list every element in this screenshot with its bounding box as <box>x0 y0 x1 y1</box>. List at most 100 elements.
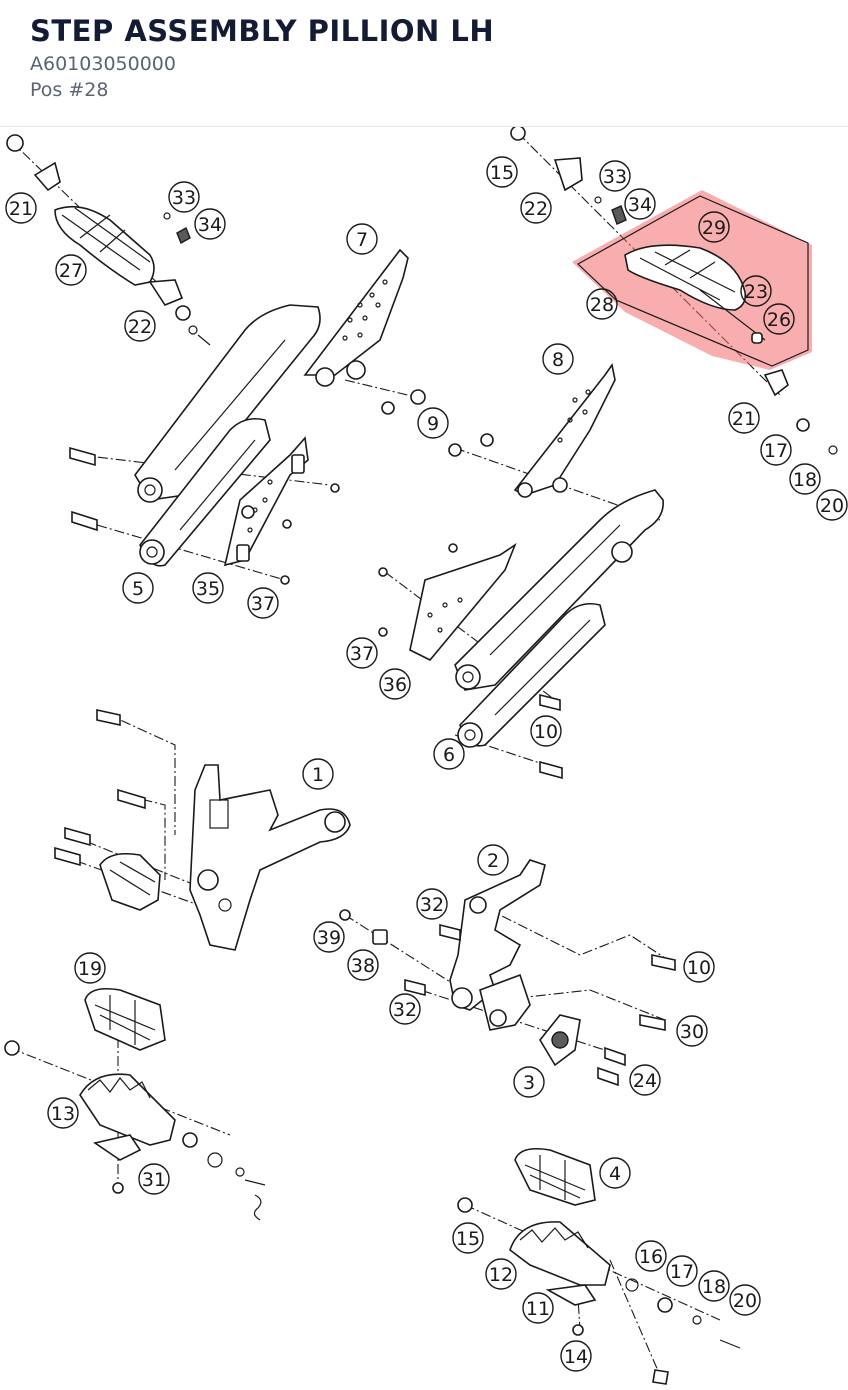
callout-circle <box>560 1340 592 1372</box>
callout-label: 1 <box>312 764 324 786</box>
part-number: A60103050000 <box>30 53 176 75</box>
callout-31[interactable]: 31 <box>138 1163 170 1195</box>
callout-label: 34 <box>628 194 652 216</box>
callout-28[interactable]: 28 <box>586 288 618 320</box>
callout-label: 21 <box>732 408 756 430</box>
callout-12[interactable]: 12 <box>485 1258 517 1290</box>
callout-label: 18 <box>702 1276 726 1298</box>
callout-label: 7 <box>356 229 368 251</box>
callout-circle <box>313 921 345 953</box>
callout-circle <box>522 1292 554 1324</box>
callout-label: 11 <box>526 1298 550 1320</box>
callout-circle <box>55 254 87 286</box>
callout-label: 19 <box>78 958 102 980</box>
callout-label: 9 <box>427 413 439 435</box>
callout-circle <box>192 572 224 604</box>
callout-19[interactable]: 19 <box>74 952 106 984</box>
callout-circle <box>5 192 37 224</box>
callout-circle <box>168 181 200 213</box>
callout-1[interactable]: 1 <box>302 758 334 790</box>
callout-circle <box>599 160 631 192</box>
callout-17[interactable]: 17 <box>666 1255 698 1287</box>
callout-label: 13 <box>51 1103 75 1125</box>
callout-label: 3 <box>523 1072 535 1094</box>
callout-circle <box>676 1015 708 1047</box>
callout-label: 36 <box>383 674 407 696</box>
callout-circle <box>346 223 378 255</box>
callout-23[interactable]: 23 <box>740 275 772 307</box>
callout-9[interactable]: 9 <box>417 407 449 439</box>
callout-circle <box>416 888 448 920</box>
callout-38[interactable]: 38 <box>347 949 379 981</box>
callout-label: 16 <box>639 1246 663 1268</box>
callout-16[interactable]: 16 <box>635 1240 667 1272</box>
footpeg-4 <box>457 1147 741 1385</box>
callout-26[interactable]: 26 <box>763 303 795 335</box>
pillion-step-lh[interactable] <box>576 195 809 367</box>
callout-circle <box>599 1157 631 1189</box>
callout-label: 33 <box>603 166 627 188</box>
callout-3[interactable]: 3 <box>513 1066 545 1098</box>
callout-10[interactable]: 10 <box>683 951 715 983</box>
callout-7[interactable]: 7 <box>346 223 378 255</box>
callout-label: 15 <box>490 162 514 184</box>
footpeg-upper-left <box>33 161 211 346</box>
callout-label: 22 <box>128 316 152 338</box>
callout-circle <box>346 637 378 669</box>
callout-37[interactable]: 37 <box>247 587 279 619</box>
callout-33[interactable]: 33 <box>599 160 631 192</box>
callout-22[interactable]: 22 <box>124 310 156 342</box>
callout-circle <box>122 572 154 604</box>
callout-24[interactable]: 24 <box>629 1064 661 1096</box>
callout-2[interactable]: 2 <box>477 844 509 876</box>
callout-circle <box>666 1255 698 1287</box>
callout-14[interactable]: 14 <box>560 1340 592 1372</box>
callout-11[interactable]: 11 <box>522 1292 554 1324</box>
callout-32[interactable]: 32 <box>416 888 448 920</box>
hanger-rh <box>378 127 838 780</box>
callout-27[interactable]: 27 <box>55 254 87 286</box>
callout-13[interactable]: 13 <box>47 1097 79 1129</box>
callout-circle <box>194 208 226 240</box>
callout-label: 39 <box>317 927 341 949</box>
callout-37[interactable]: 37 <box>346 637 378 669</box>
callout-8[interactable]: 8 <box>542 343 574 375</box>
callout-15[interactable]: 15 <box>452 1222 484 1254</box>
callout-circle <box>138 1163 170 1195</box>
callout-circle <box>698 1270 730 1302</box>
callout-21[interactable]: 21 <box>728 402 760 434</box>
callout-33[interactable]: 33 <box>168 181 200 213</box>
callout-36[interactable]: 36 <box>379 668 411 700</box>
callout-circle <box>789 463 821 495</box>
position-label: Pos #28 <box>30 79 109 101</box>
callout-29[interactable]: 29 <box>698 211 730 243</box>
callout-22[interactable]: 22 <box>520 192 552 224</box>
callout-label: 34 <box>198 214 222 236</box>
hanger-rider-rh <box>339 859 676 1087</box>
callout-4[interactable]: 4 <box>599 1157 631 1189</box>
callout-20[interactable]: 20 <box>816 489 848 521</box>
callout-17[interactable]: 17 <box>760 434 792 466</box>
callout-32[interactable]: 32 <box>389 993 421 1025</box>
callout-circle <box>629 1064 661 1096</box>
callout-5[interactable]: 5 <box>122 572 154 604</box>
callout-6[interactable]: 6 <box>433 738 465 770</box>
callout-21[interactable]: 21 <box>5 192 37 224</box>
callout-circle <box>486 156 518 188</box>
callout-10[interactable]: 10 <box>530 715 562 747</box>
callout-circle <box>729 1284 761 1316</box>
callout-39[interactable]: 39 <box>313 921 345 953</box>
callout-circle <box>683 951 715 983</box>
callout-30[interactable]: 30 <box>676 1015 708 1047</box>
callout-label: 26 <box>767 309 791 331</box>
callout-34[interactable]: 34 <box>194 208 226 240</box>
callout-35[interactable]: 35 <box>192 572 224 604</box>
callout-20[interactable]: 20 <box>729 1284 761 1316</box>
callout-label: 14 <box>564 1346 588 1368</box>
callout-34[interactable]: 34 <box>624 188 656 220</box>
callout-label: 37 <box>350 643 374 665</box>
callout-18[interactable]: 18 <box>789 463 821 495</box>
callout-15[interactable]: 15 <box>486 156 518 188</box>
callout-18[interactable]: 18 <box>698 1270 730 1302</box>
page-title: STEP ASSEMBLY PILLION LH <box>30 14 495 48</box>
